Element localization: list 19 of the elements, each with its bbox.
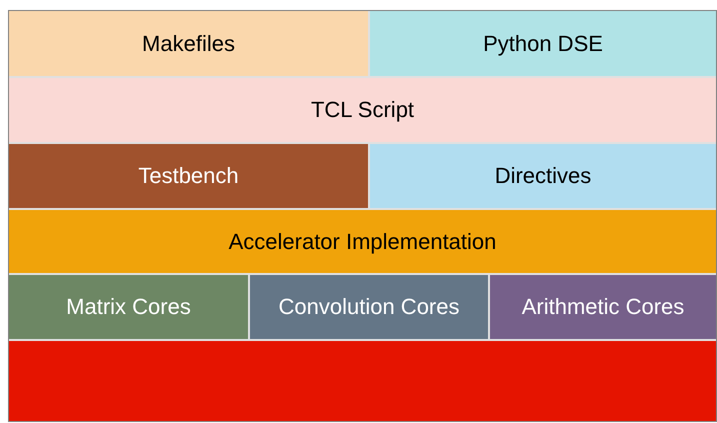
layer-label: Accelerator Implementation [228,228,496,256]
layer-label: Makefiles [142,30,235,58]
layer-box [8,209,717,274]
layer-box [8,340,717,422]
layer-label: Testbench [138,162,239,190]
layer-box [8,10,369,77]
layer-label: Convolution Cores [278,293,460,321]
layer-box [249,274,489,340]
layer-label: Arithmetic Cores [522,293,684,321]
layer-box [8,143,369,209]
layer-box [8,274,249,340]
layer-label: TCL Script [310,96,414,124]
layer-label: Matrix Cores [66,293,191,321]
layer-label: Directives [494,162,592,190]
layer-box [369,143,717,209]
layer-box [8,77,717,143]
layer-box [369,10,717,77]
layer-box [489,274,717,340]
layer-label: Python DSE [483,30,603,58]
